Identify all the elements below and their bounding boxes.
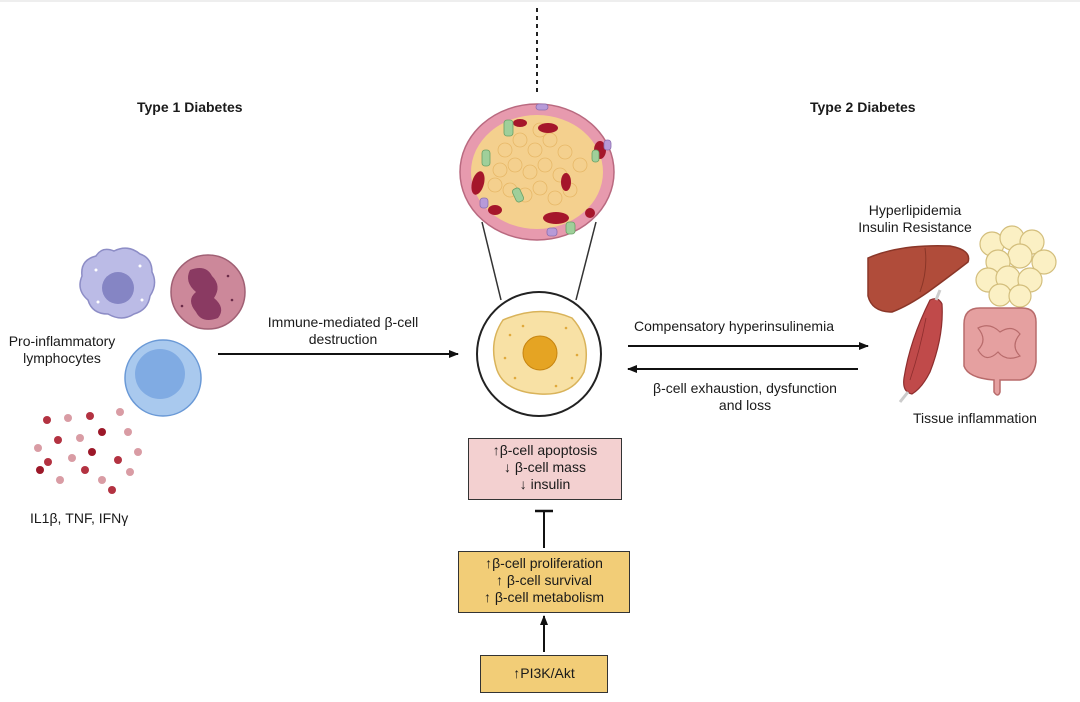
beta-cell-illustration bbox=[476, 291, 602, 417]
immune-destruction-label: Immune-mediated β-cell destruction bbox=[267, 314, 419, 347]
heading-type1: Type 1 Diabetes bbox=[137, 99, 243, 115]
islet-illustration bbox=[459, 103, 615, 241]
protective-line-survival: ↑ β-cell survival bbox=[496, 572, 592, 588]
compensatory-label: Compensatory hyperinsulinemia bbox=[634, 318, 834, 334]
muscle-illustration bbox=[898, 289, 943, 403]
protective-line-metabolism: ↑ β-cell metabolism bbox=[483, 589, 605, 605]
heading-type2: Type 2 Diabetes bbox=[810, 99, 916, 115]
lymphocytes-label: Pro-inflammatory lymphocytes bbox=[8, 333, 116, 366]
cytokines-label: IL1β, TNF, IFNγ bbox=[30, 510, 129, 526]
pi3k-akt-label: ↑PI3K/Akt bbox=[513, 665, 575, 681]
lymphocyte-purple bbox=[79, 247, 156, 319]
liver-illustration bbox=[867, 245, 970, 313]
outcome-line-apoptosis: ↑β-cell apoptosis bbox=[492, 442, 598, 458]
exhaustion-label: β-cell exhaustion, dysfunction and loss bbox=[653, 380, 837, 413]
outcome-line-mass: ↓ β-cell mass bbox=[504, 459, 586, 475]
adipocytes-illustration bbox=[975, 225, 1057, 308]
top-border bbox=[0, 0, 1080, 2]
outcome-box: ↑β-cell apoptosis ↓ β-cell mass ↓ insuli… bbox=[468, 438, 622, 500]
protective-box: ↑β-cell proliferation ↑ β-cell survival … bbox=[458, 551, 630, 613]
inhibition-bar bbox=[535, 509, 553, 548]
pi3k-akt-box: ↑PI3K/Akt bbox=[480, 655, 608, 693]
intestines-illustration bbox=[963, 307, 1037, 396]
lymphocyte-neutrophil bbox=[170, 254, 246, 330]
risk-factors-label: Hyperlipidemia Insulin Resistance bbox=[858, 202, 972, 235]
cytokine-dots bbox=[34, 408, 142, 494]
protective-line-proliferation: ↑β-cell proliferation bbox=[485, 555, 603, 571]
tissue-inflammation-label: Tissue inflammation bbox=[913, 410, 1037, 426]
lymphocyte-blue bbox=[124, 339, 202, 417]
outcome-line-insulin: ↓ insulin bbox=[519, 476, 571, 492]
